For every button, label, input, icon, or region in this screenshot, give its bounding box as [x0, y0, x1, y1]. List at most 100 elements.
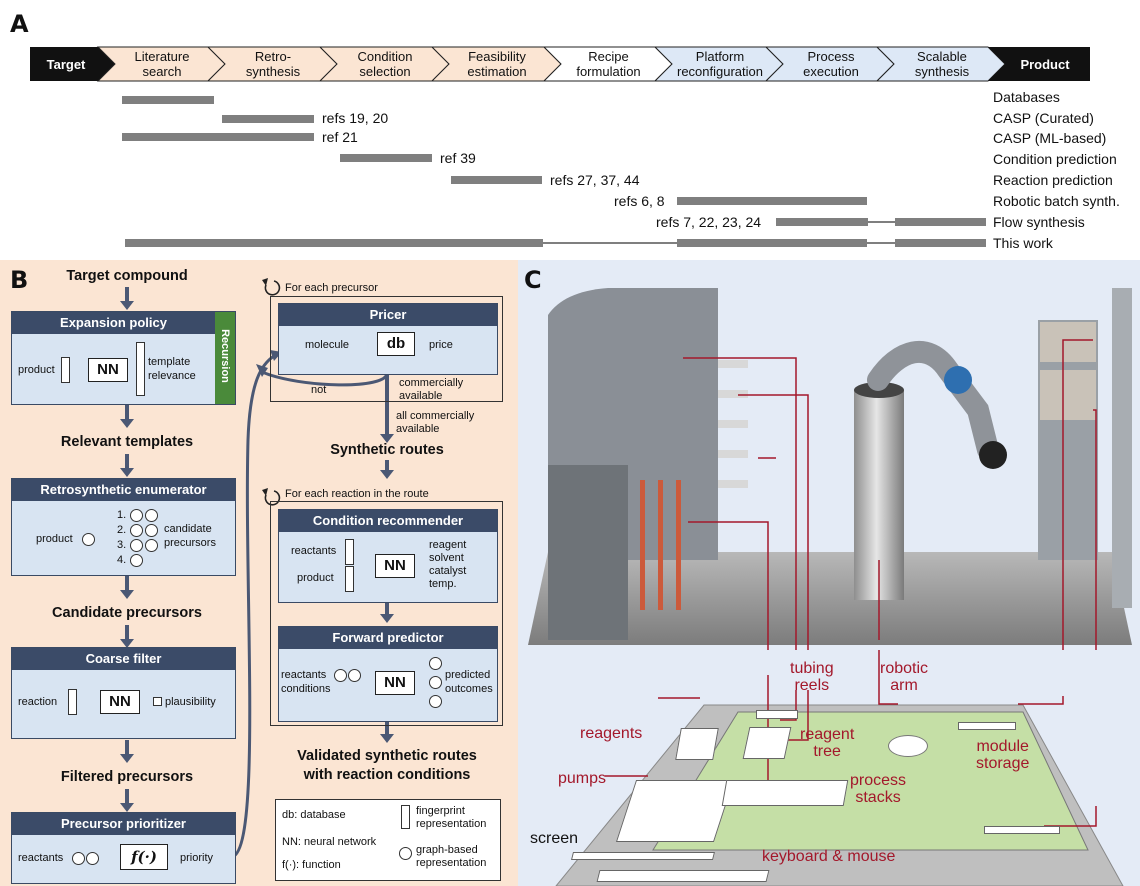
forward-predictor-title: Forward predictor — [279, 627, 497, 649]
pricer-title: Pricer — [279, 304, 497, 326]
reagent-vials — [718, 360, 748, 488]
arrow-down — [125, 287, 129, 303]
ref-reaction-prediction: refs 27, 37, 44 — [550, 172, 640, 188]
graph-icon — [348, 669, 361, 682]
arrow-down — [125, 405, 129, 421]
precursor-prioritizer-title: Precursor prioritizer — [12, 813, 235, 835]
bar-flow-synthesis-2 — [895, 218, 986, 226]
panel-c: C — [518, 260, 1140, 886]
bar-flow-synthesis-link — [868, 221, 895, 223]
db-block: db — [377, 332, 415, 356]
score-icon — [153, 697, 162, 706]
nn-block: NN — [100, 690, 140, 714]
bar-this-work-3 — [895, 239, 986, 247]
module-storage-slot-top — [958, 722, 1016, 730]
row-label-flow-synthesis: Flow synthesis — [993, 214, 1085, 230]
step-retrosynthesis: Retro-synthesis — [245, 49, 301, 79]
condition-input-1: reactants — [291, 545, 337, 557]
stage-target-compound: Target compound — [66, 268, 188, 284]
arrow-down — [125, 625, 129, 641]
bar-casp-ml — [122, 133, 314, 141]
fingerprint-icon — [345, 566, 354, 592]
ref-casp-ml: ref 21 — [322, 129, 358, 145]
commercially-available-line-2: available — [399, 390, 443, 402]
condition-output-solvent: solvent — [429, 552, 464, 564]
condition-recommender-box: Condition recommender reactants product … — [278, 509, 498, 603]
commercially-available-line-1: commercially — [399, 377, 464, 389]
row-label-casp-curated: CASP (Curated) — [993, 110, 1094, 126]
legend-fingerprint-line-2: representation — [416, 818, 487, 830]
condition-output-catalyst: catalyst — [429, 565, 467, 577]
arrow-down — [125, 740, 129, 756]
label-reagents: reagents — [580, 725, 643, 742]
forward-input-1: reactants — [281, 669, 327, 681]
pricer-box: Pricer molecule db price — [278, 303, 498, 375]
pipeline-end: Product — [1020, 56, 1070, 72]
condition-output-temp: temp. — [429, 578, 457, 590]
robot-arm — [867, 341, 999, 461]
bar-condition-prediction — [340, 154, 432, 162]
legend-fingerprint-line-1: fingerprint — [416, 805, 465, 817]
stage-validated-routes-line-2: with reaction conditions — [303, 767, 471, 783]
retrosynthetic-enumerator-box: Retrosynthetic enumerator product 1. 2. … — [11, 478, 236, 576]
bar-this-work-1 — [125, 239, 543, 247]
expansion-output-line-1: template — [148, 356, 191, 368]
enumerator-input: product — [36, 533, 73, 545]
graph-icon — [334, 669, 347, 682]
fingerprint-icon — [136, 342, 145, 396]
loop-label-reaction: For each reaction in the route — [285, 488, 429, 500]
row-label-this-work: This work — [993, 235, 1053, 251]
coarse-filter-input: reaction — [18, 696, 58, 708]
panel-b-arrowheads — [120, 278, 394, 859]
legend-graph-line-1: graph-based — [416, 844, 478, 856]
bar-reaction-prediction — [451, 176, 542, 184]
process-stacks-slot — [721, 780, 849, 806]
enumerator-output-line-2: precursors — [164, 537, 216, 549]
fingerprint-icon — [401, 805, 410, 829]
graph-icon — [130, 554, 143, 567]
not-available-label: not — [311, 384, 327, 396]
expansion-input: product — [18, 364, 55, 376]
fingerprint-icon — [68, 689, 77, 715]
fingerprint-icon — [345, 539, 354, 565]
enum-num-4: 4. — [117, 554, 127, 566]
expansion-policy-box: Expansion policy Recursion product NN te… — [11, 311, 236, 405]
coarse-filter-box: Coarse filter reaction NN plausibility — [11, 647, 236, 739]
nn-block: NN — [88, 358, 128, 382]
coarse-filter-output: plausibility — [165, 696, 216, 708]
fingerprint-icon — [61, 357, 70, 383]
robot-footprint — [888, 735, 928, 757]
graph-icon — [130, 539, 143, 552]
ref-casp-curated: refs 19, 20 — [322, 110, 389, 126]
bar-robotic-batch — [677, 197, 867, 205]
row-label-condition-prediction: Condition prediction — [993, 151, 1117, 167]
row-label-robotic-batch: Robotic batch synth. — [993, 193, 1120, 209]
graph-icon — [72, 852, 85, 865]
arrow-down — [125, 454, 129, 470]
bar-flow-synthesis-1 — [776, 218, 868, 226]
graph-icon — [130, 509, 143, 522]
all-commercially-line-1: all commercially — [396, 410, 475, 422]
label-screen: screen — [530, 830, 579, 847]
recursion-label: Recursion — [219, 329, 231, 383]
panel-a-letter: A — [10, 10, 29, 38]
loop-label-precursor: For each precursor — [285, 282, 378, 294]
prioritizer-output: priority — [180, 852, 214, 864]
graph-icon — [145, 539, 158, 552]
tubing-reels-slot — [756, 710, 798, 719]
legend-function: f(·): function — [282, 859, 341, 871]
prioritizer-input: reactants — [18, 852, 64, 864]
expansion-policy-title: Expansion policy — [12, 312, 215, 334]
panel-b-letter: B — [10, 266, 29, 294]
enum-num-2: 2. — [117, 524, 127, 536]
retrosynthetic-enumerator-title: Retrosynthetic enumerator — [12, 479, 235, 501]
forward-input-2: conditions — [281, 683, 331, 695]
forward-output-line-2: outcomes — [445, 683, 493, 695]
